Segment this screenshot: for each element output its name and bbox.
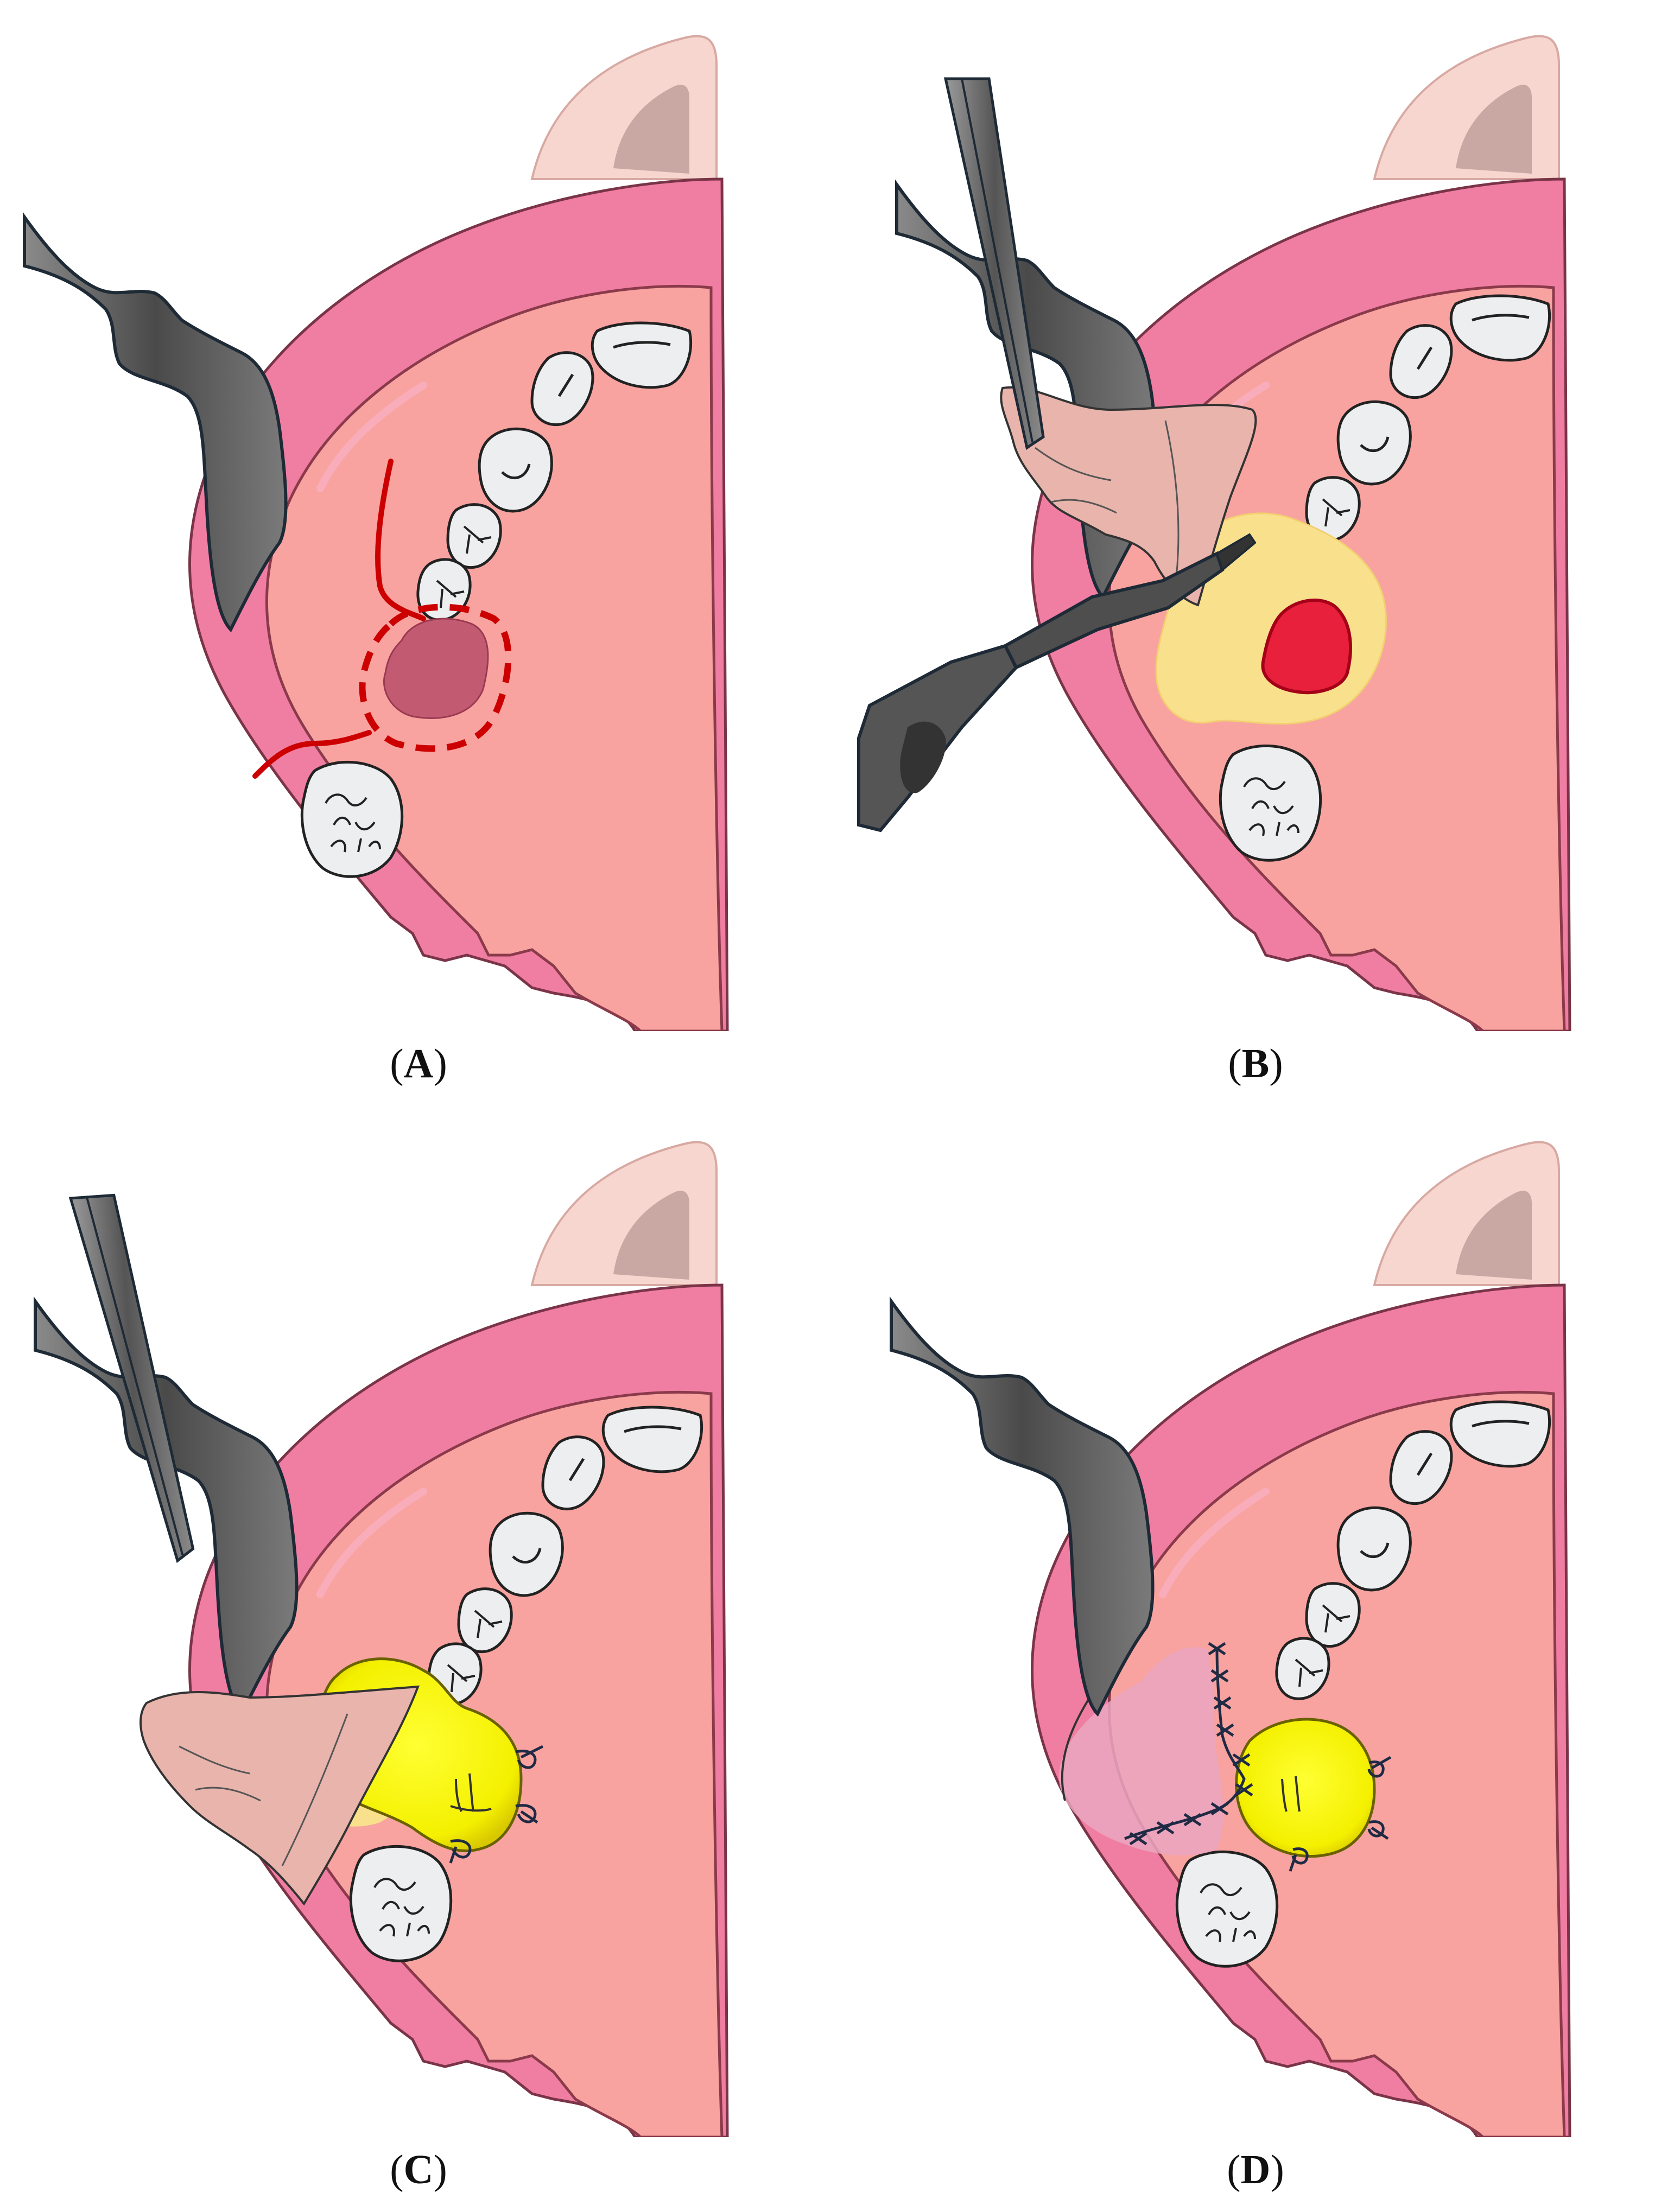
- panel-d-illustration: [837, 1106, 1674, 2137]
- caption-d: (D): [1227, 2147, 1284, 2192]
- retractor: [24, 217, 286, 630]
- tissue-flap: [140, 1685, 420, 1906]
- panel-c-illustration: [0, 1106, 837, 2137]
- wound: [1261, 599, 1352, 695]
- panel-b-illustration: [857, 0, 1674, 1031]
- sutures: [1124, 1642, 1392, 1872]
- sutures: [449, 1745, 544, 1864]
- incision-line-upper: [375, 459, 426, 621]
- panel-b: (B): [837, 0, 1674, 1106]
- caption-b: (B): [1228, 1041, 1283, 1086]
- caption-a: (A): [390, 1041, 447, 1086]
- panel-d: (D): [837, 1106, 1674, 2212]
- panel-a: (A): [0, 0, 837, 1106]
- repositioned-flap: [1059, 1647, 1223, 1855]
- graft: [1235, 1718, 1376, 1858]
- panel-c: (C): [0, 1106, 837, 2212]
- caption-c: (C): [390, 2147, 447, 2192]
- forceps: [71, 1191, 194, 1566]
- panel-a-illustration: [0, 0, 837, 1031]
- incision-line-lower: [252, 730, 372, 779]
- lesion: [383, 618, 489, 719]
- retractor: [891, 1301, 1153, 1714]
- scalpel: [857, 533, 1257, 832]
